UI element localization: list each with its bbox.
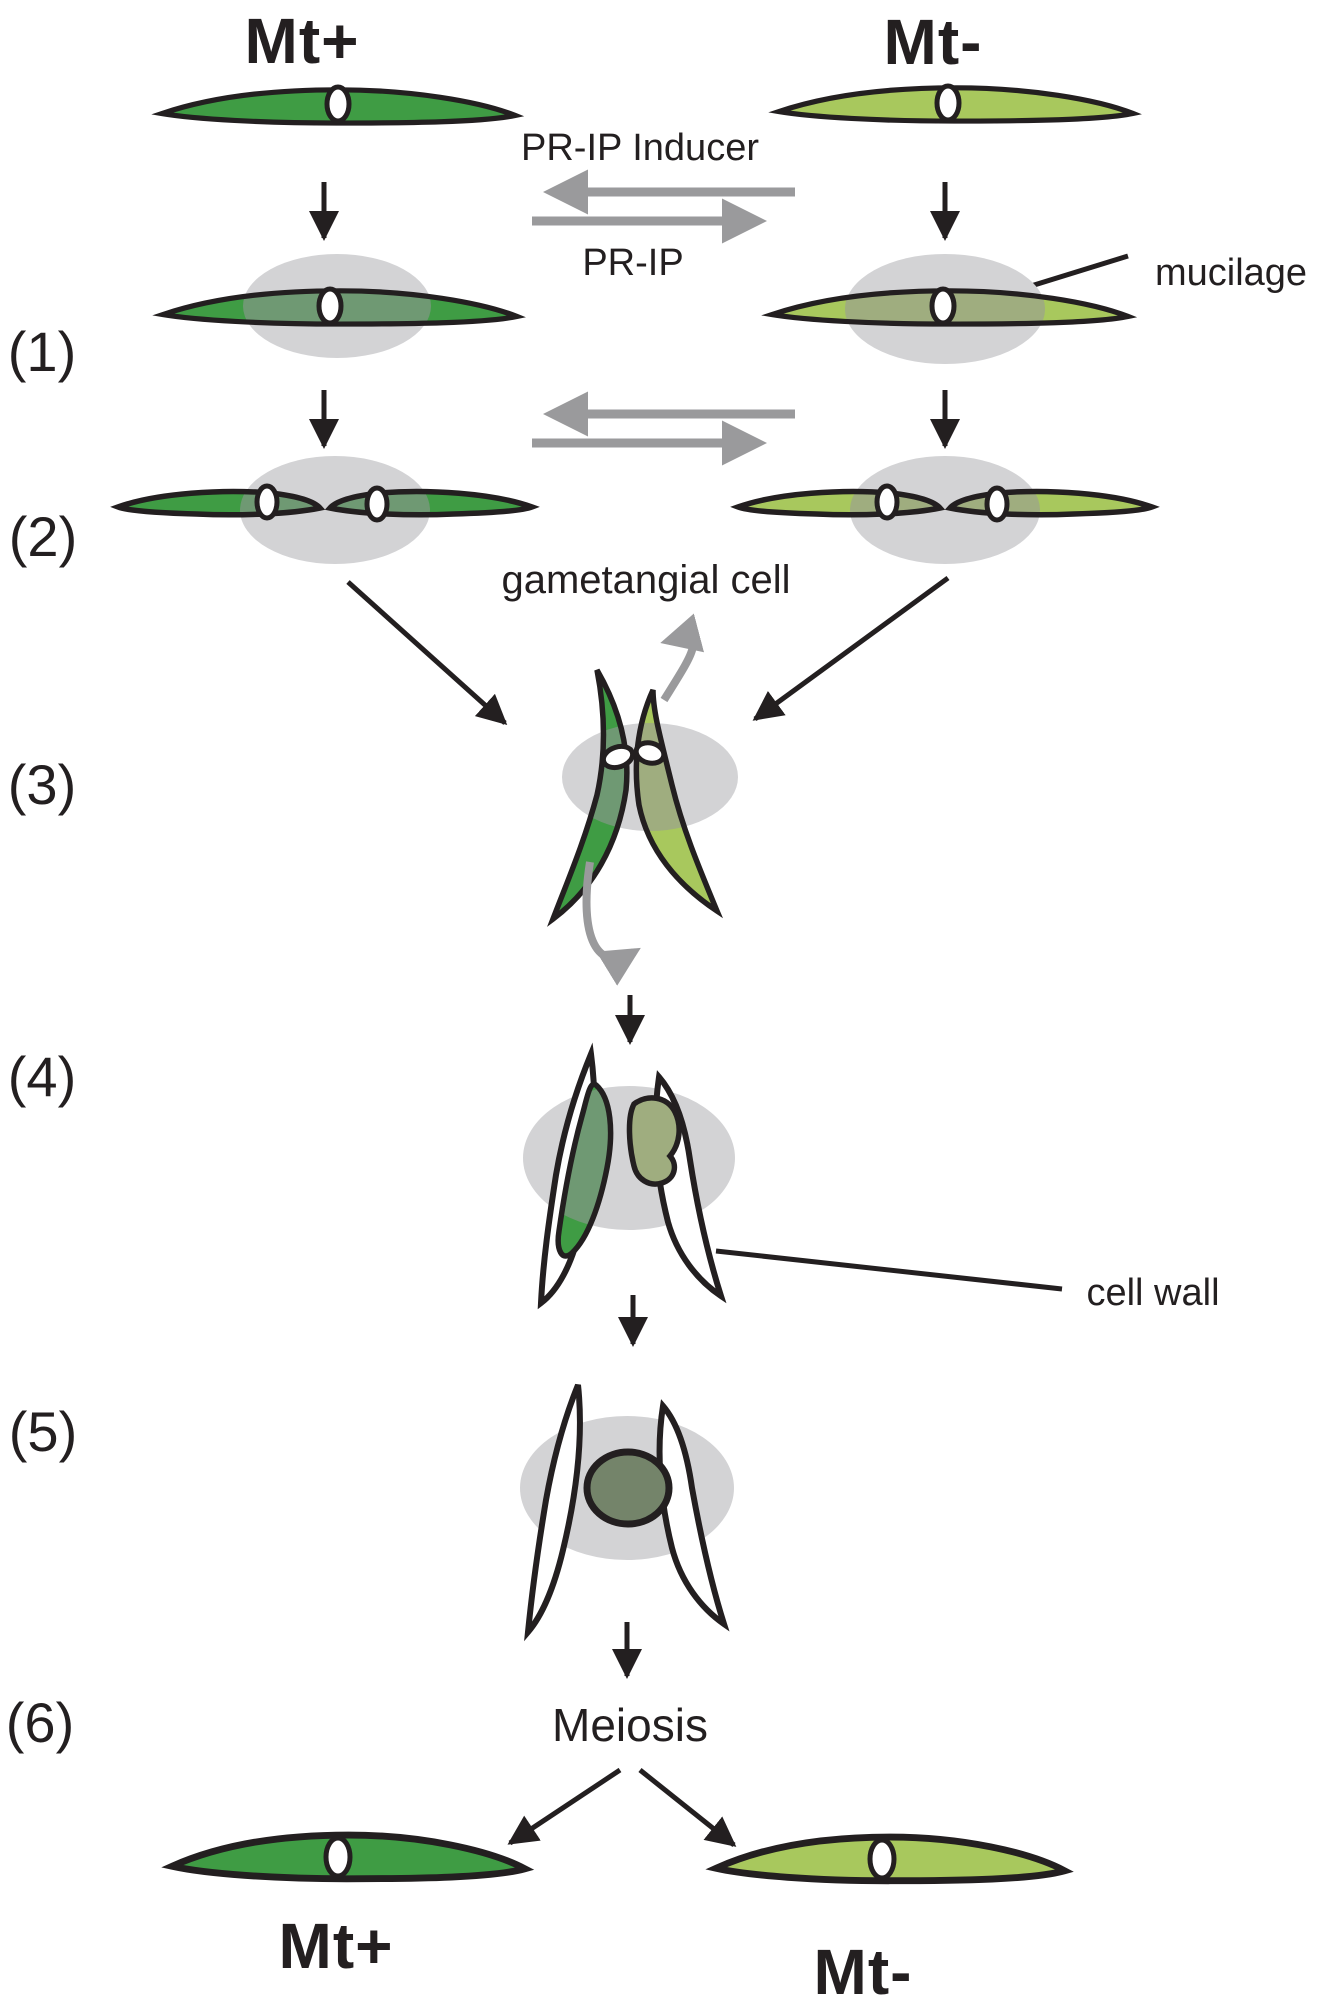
mt-plus-top-label: Mt+: [244, 5, 360, 77]
diagonal-arrow-icon: [752, 575, 950, 722]
mucilage-ellipse: [850, 456, 1040, 564]
pr-ip-inducer-label: PR-IP Inducer: [521, 127, 759, 169]
step1-right-cell-with-mucilage: [772, 254, 1128, 364]
cell-wall-pointer-line: [715, 1248, 1063, 1292]
gametangial-cell-label: gametangial cell: [501, 558, 791, 602]
mt-minus-bottom-label: Mt-: [813, 1936, 913, 2000]
step-number-4: (4): [7, 1045, 77, 1108]
pheromone-exchange-arrows-2: [532, 391, 795, 466]
step1-left-cell-with-mucilage: [163, 254, 517, 358]
mt-minus-vegetative-cell: [779, 83, 1133, 121]
step-number-5: (5): [8, 1400, 78, 1463]
zygospore: [583, 1448, 673, 1528]
step5-zygote: [520, 1383, 734, 1642]
step2-left-gametangial-pair: [118, 456, 532, 564]
cell-wall-label: cell wall: [1086, 1272, 1220, 1314]
rotation-arrow-icon: [660, 613, 705, 703]
diagonal-arrow-icon: [638, 1768, 737, 1847]
step-number-2: (2): [8, 505, 78, 568]
empty-cell-wall: [524, 1383, 583, 1642]
step6-mt-minus-progeny-cell: [716, 1837, 1065, 1881]
step-number-1: (1): [7, 320, 77, 383]
step-number-6: (6): [5, 1691, 75, 1754]
mt-minus-top-label: Mt-: [883, 6, 983, 78]
diagonal-arrow-icon: [507, 1767, 622, 1846]
diagonal-arrow-icon: [346, 580, 508, 726]
mt-plus-bottom-label: Mt+: [278, 1910, 394, 1982]
step2-right-gametangial-pair: [738, 456, 1152, 564]
step6-mt-plus-progeny-cell: [172, 1835, 525, 1879]
pheromone-exchange-arrows-1: [532, 169, 795, 244]
step-number-3: (3): [7, 753, 77, 816]
pr-ip-label: PR-IP: [582, 242, 684, 284]
step4-protoplast-fusion: [523, 1042, 735, 1310]
meiosis-label: Meiosis: [552, 1699, 708, 1751]
step3-pairing-cluster: [553, 613, 738, 986]
rotation-arrow-icon: [582, 861, 641, 986]
mucilage-label: mucilage: [1154, 252, 1308, 294]
mt-plus-vegetative-cell: [162, 84, 515, 123]
